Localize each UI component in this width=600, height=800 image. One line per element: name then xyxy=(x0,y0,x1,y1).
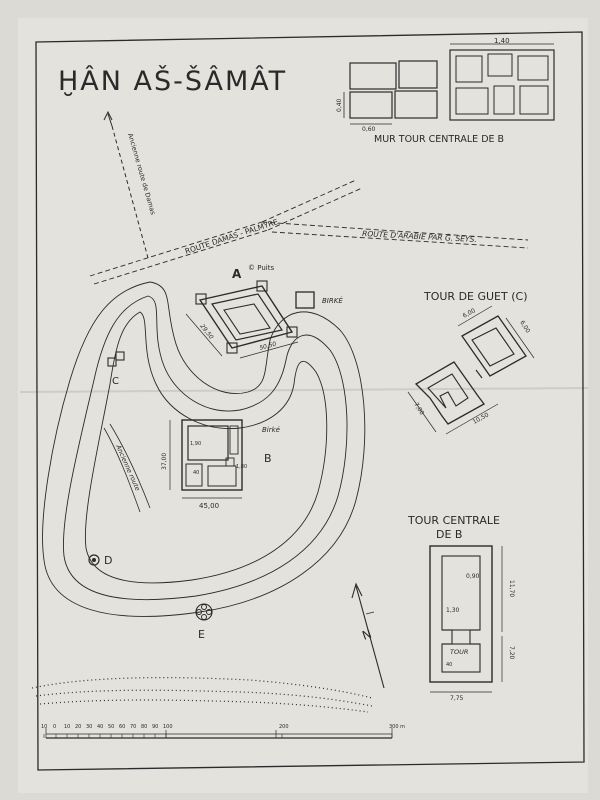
scale-label: 100 xyxy=(163,724,173,730)
tour-centrale: TOUR CENTRALE DE B 0,90 1,30 11,70 7,20 … xyxy=(407,514,515,702)
birke-b-label: Birké xyxy=(262,426,281,434)
a-dim-width: 50,50 xyxy=(259,341,278,352)
structure-c: C xyxy=(107,351,125,387)
tc-dim-upper-len: 11,70 xyxy=(508,580,515,597)
contour-inner xyxy=(84,311,328,584)
scale-label: 70 xyxy=(130,724,136,730)
old-road-track xyxy=(109,423,151,509)
birke-a-label: BIRKÉ xyxy=(322,296,343,305)
scale-label: 90 xyxy=(152,724,158,730)
wall-dim-width: 1,40 xyxy=(494,37,510,45)
tour-guet-title: TOUR DE GUET (C) xyxy=(423,290,528,303)
tc-room-label: TOUR xyxy=(450,648,468,656)
wall-dim-block: 0,60 xyxy=(362,126,376,133)
paper-sheet xyxy=(18,18,588,793)
tc-dim-top: 0,90 xyxy=(466,573,480,580)
terrain-stipple-band xyxy=(39,699,369,713)
structure-d-label: D xyxy=(104,554,112,567)
scale-label: 10 xyxy=(64,724,70,730)
structure-d: D xyxy=(88,554,112,567)
structure-e: E xyxy=(195,603,213,641)
scale-label: 40 xyxy=(97,724,103,730)
tc-dim-lower-len: 7,20 xyxy=(508,646,515,660)
structure-b: B Birké 37,00 45,00 1,90 1,80 40 xyxy=(161,419,281,510)
scale-label: 10 xyxy=(41,724,47,730)
tc-dim-width: 7,75 xyxy=(450,695,464,702)
map-border xyxy=(35,31,585,771)
tour-centrale-title-2: DE B xyxy=(436,528,462,541)
terrain-stipple-band xyxy=(31,677,373,699)
puits-label: © Puits xyxy=(248,264,274,272)
scale-label: 300 m xyxy=(389,724,405,730)
wall-stones xyxy=(455,53,549,115)
scale-label: 50 xyxy=(108,724,114,730)
b-dim-inner-2: 1,80 xyxy=(236,464,247,470)
structure-c-label: C xyxy=(112,376,119,387)
tc-dim-mid: 1,30 xyxy=(446,607,460,614)
wall-block xyxy=(349,62,397,90)
wall-block xyxy=(349,91,393,119)
b-dim-width: 45,00 xyxy=(199,502,219,510)
tour-centrale-title-1: TOUR CENTRALE xyxy=(407,514,500,527)
structure-e-label: E xyxy=(198,628,205,641)
terrain-stipple xyxy=(31,677,373,713)
tc-dim-small: 40 xyxy=(446,662,452,668)
contour-middle xyxy=(63,295,348,601)
wall-detail-label: MUR TOUR CENTRALE DE B xyxy=(374,134,504,145)
old-road-track xyxy=(103,427,141,513)
structure-b-label: B xyxy=(264,452,272,465)
b-dim-inner-1: 1,90 xyxy=(190,441,201,447)
scale-label: 80 xyxy=(141,724,147,730)
wall-stone-section xyxy=(449,49,555,121)
map-title: ḪÂN AŠ-ŠÂMÂT xyxy=(58,65,287,97)
wall-block xyxy=(394,90,438,119)
fold-line xyxy=(19,387,589,393)
scale-label: 60 xyxy=(119,724,125,730)
b-dim-height: 37,00 xyxy=(161,453,168,470)
contour-outer xyxy=(42,281,366,617)
scale-label: 30 xyxy=(86,724,92,730)
scale-label: 20 xyxy=(75,724,81,730)
wall-detail: 1,40 0,40 0,60 MUR TOUR CENTRALE DE B xyxy=(336,37,555,145)
wall-dim-height: 0,40 xyxy=(336,98,343,112)
wall-block xyxy=(398,60,438,89)
birke-a-basin xyxy=(295,291,315,309)
scale-label: 200 xyxy=(279,724,289,730)
scale-label: 0 xyxy=(53,724,56,730)
structure-a-label: A xyxy=(232,267,242,281)
b-dim-inner-3: 40 xyxy=(193,470,199,476)
